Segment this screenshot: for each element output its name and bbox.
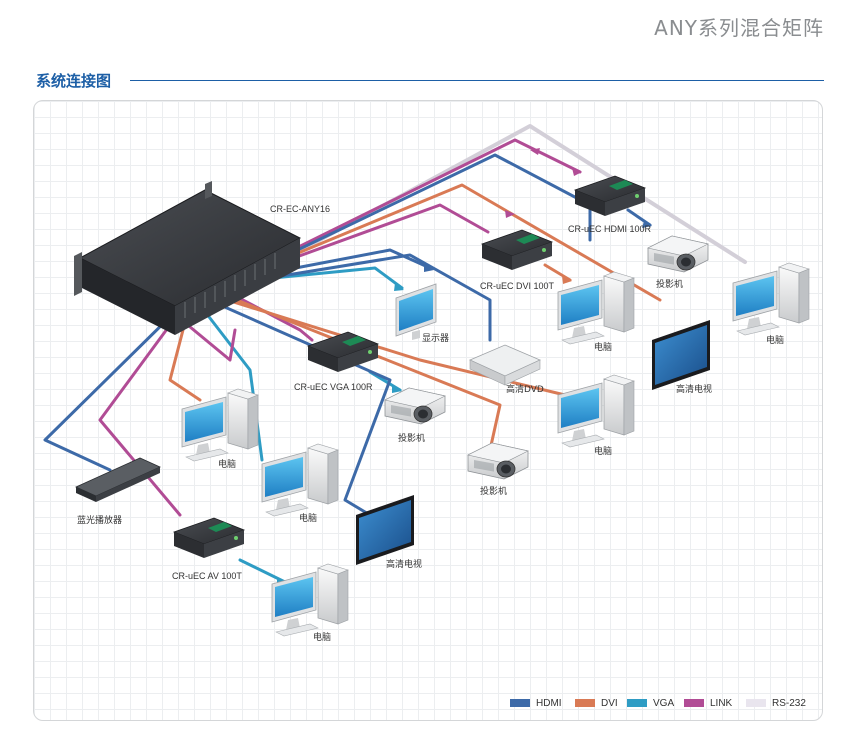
hdtv-center bbox=[356, 495, 414, 565]
label-pc-left-1: 电脑 bbox=[218, 458, 236, 470]
legend-swatch-rs232 bbox=[746, 699, 766, 707]
legend-hdmi: HDMI bbox=[510, 696, 562, 710]
vga-receiver bbox=[307, 331, 379, 373]
pc-left-2 bbox=[261, 443, 339, 517]
label-bluray: 蓝光播放器 bbox=[77, 514, 122, 526]
dvi-cable-pc-mid bbox=[206, 292, 567, 397]
pc-dvi bbox=[557, 271, 635, 345]
projector-1 bbox=[647, 235, 709, 273]
dvi-cable-projector-3 bbox=[212, 289, 502, 452]
label-dvd: 高清DVD bbox=[506, 383, 544, 395]
link-cable-vga-rx bbox=[218, 286, 314, 342]
dvi-cable-hdtv bbox=[248, 183, 662, 302]
monitor bbox=[395, 283, 437, 341]
dvd-player bbox=[469, 344, 541, 386]
legend-label-link: LINK bbox=[710, 697, 733, 709]
label-hdtv-center: 高清电视 bbox=[386, 558, 422, 570]
pc-av bbox=[271, 563, 349, 637]
legend-link: LINK bbox=[684, 696, 732, 710]
projector-3 bbox=[467, 442, 529, 480]
legend-label-hdmi: HDMI bbox=[536, 697, 562, 709]
title-rule bbox=[130, 80, 824, 81]
brand-title: ANY系列混合矩阵 bbox=[654, 16, 824, 40]
legend-label-vga: VGA bbox=[653, 697, 675, 709]
av-transmitter bbox=[173, 517, 245, 559]
label-projector-3: 投影机 bbox=[480, 485, 507, 497]
dvi-cable-pc-dvi bbox=[543, 263, 572, 282]
hdmi-cable-top bbox=[254, 153, 592, 272]
hdtv-right bbox=[652, 320, 710, 390]
cables bbox=[43, 124, 747, 584]
label-projector-2: 投影机 bbox=[398, 432, 425, 444]
label-av-transmitter: CR-uEC AV 100T bbox=[172, 571, 242, 581]
matrix-chassis bbox=[74, 181, 302, 335]
pc-top-right bbox=[732, 262, 810, 336]
label-dvi-transmitter: CR-uEC DVI 100T bbox=[480, 281, 555, 291]
hdmi-receiver bbox=[574, 175, 646, 217]
label-pc-av: 电脑 bbox=[313, 631, 331, 643]
label-hdmi-receiver: CR-uEC HDMI 100R bbox=[568, 224, 652, 234]
label-hdtv-right: 高清电视 bbox=[676, 383, 712, 395]
legend-label-rs232: RS-232 bbox=[772, 697, 806, 709]
legend-swatch-hdmi bbox=[510, 699, 530, 707]
label-vga-receiver: CR-uEC VGA 100R bbox=[294, 382, 373, 392]
legend-swatch-dvi bbox=[575, 699, 595, 707]
label-pc-dvi: 电脑 bbox=[594, 341, 612, 353]
label-projector-1: 投影机 bbox=[656, 278, 683, 290]
legend-label-dvi: DVI bbox=[601, 697, 618, 709]
link-cable-dvi-tx bbox=[242, 203, 490, 278]
link-cable-left bbox=[170, 310, 237, 362]
bluray-player bbox=[75, 457, 161, 502]
legend-vga: VGA bbox=[627, 696, 674, 710]
section-title: 系统连接图 bbox=[36, 72, 112, 90]
pc-left-1 bbox=[181, 388, 259, 462]
legend-rs232: RS-232 bbox=[746, 696, 806, 710]
hdmi-cable-dvd bbox=[224, 253, 492, 342]
dvi-transmitter bbox=[481, 229, 553, 271]
legend-dvi: DVI bbox=[575, 696, 618, 710]
label-pc-mid-right: 电脑 bbox=[594, 445, 612, 457]
hdmi-cable-hdtv-center bbox=[200, 295, 392, 517]
label-monitor: 显示器 bbox=[422, 333, 449, 344]
link-cable-hdmi-rx bbox=[260, 138, 582, 267]
signal-arrows bbox=[277, 148, 652, 586]
label-matrix: CR-EC-ANY16 bbox=[270, 204, 330, 214]
legend-swatch-link bbox=[684, 699, 704, 707]
link-cable-av-tx bbox=[98, 304, 186, 517]
legend-swatch-vga bbox=[627, 699, 647, 707]
label-pc-left-2: 电脑 bbox=[299, 512, 317, 524]
pc-mid-right bbox=[557, 374, 635, 448]
label-pc-top-right: 电脑 bbox=[766, 334, 784, 346]
projector-2 bbox=[384, 387, 446, 425]
hdmi-cable-bluray bbox=[43, 307, 180, 472]
